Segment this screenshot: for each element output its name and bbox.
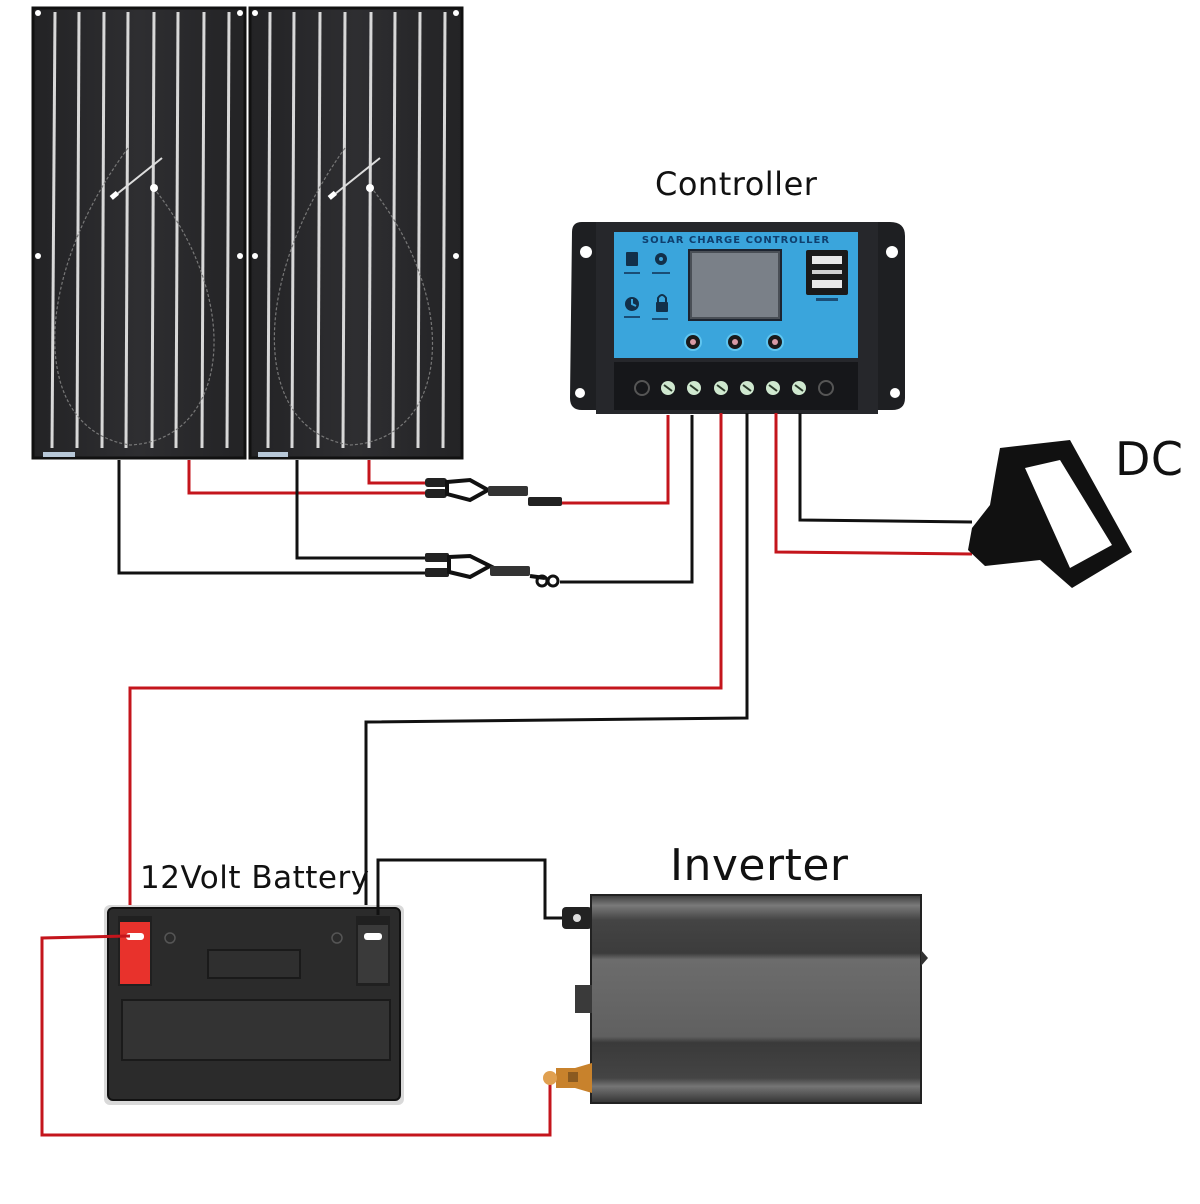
mc4-negative-branch-connector: [425, 553, 560, 588]
vent-cap: [331, 932, 343, 944]
inverter: [543, 894, 928, 1104]
solar-panel-1: [31, 6, 247, 460]
inverter-negative-terminal: [562, 907, 592, 929]
dc-load-label: DC: [1115, 432, 1184, 486]
wire-controller-to-load-positive: [774, 413, 973, 556]
junction-connector: [366, 184, 374, 192]
wire-panel2-positive: [367, 460, 425, 485]
junction-connector: [327, 190, 337, 200]
mounting-grommet: [453, 253, 459, 259]
battery-positive-terminal: [120, 922, 150, 984]
floodlight-lens: [1025, 460, 1112, 568]
wire-controller-to-battery-negative: [364, 413, 749, 915]
panel-busbars: [50, 11, 231, 449]
inverter-positive-terminal: [543, 1063, 592, 1093]
controller-buttons: [684, 333, 784, 351]
inverter-label: Inverter: [670, 840, 849, 891]
solar-panel-2: [248, 6, 464, 460]
battery-label-area: [207, 949, 301, 979]
battery-label: 12Volt Battery: [140, 860, 370, 896]
lock-icon: [656, 302, 668, 312]
mounting-grommet: [453, 10, 459, 16]
panel-cable-loop: [273, 147, 434, 446]
controller-label: Controller: [655, 165, 818, 203]
wire-controller-to-load-negative: [798, 413, 973, 524]
mounting-hole: [575, 388, 585, 398]
mounting-hole: [890, 388, 900, 398]
junction-cable: [329, 157, 381, 199]
mounting-hole: [580, 246, 592, 258]
panel-cable-loop: [54, 147, 215, 446]
controller-brand-text: SOLAR CHARGE CONTROLLER: [642, 235, 830, 246]
junction-cable: [111, 157, 163, 199]
panel-label-sticker: [258, 452, 288, 457]
mounting-grommet: [35, 253, 41, 259]
menu-icon: [626, 252, 638, 266]
wire-panel2-negative: [295, 460, 425, 560]
terminal-screws: [661, 381, 806, 395]
inverter-wires: [40, 858, 566, 1137]
mounting-grommet: [252, 10, 258, 16]
wire-battery-to-inverter-positive: [40, 934, 552, 1137]
mounting-grommet: [237, 253, 243, 259]
wire-solar-negative-to-controller: [560, 415, 694, 584]
vent-cap: [164, 932, 176, 944]
dc-load-floodlight: [968, 440, 1132, 588]
solar-wires: [117, 415, 694, 584]
wire-battery-to-inverter-negative: [376, 858, 566, 920]
mounting-hole: [886, 246, 898, 258]
mounting-grommet: [252, 253, 258, 259]
controller-wires: [128, 413, 973, 925]
mounting-grommet: [35, 10, 41, 16]
usb-ports: [806, 250, 848, 301]
mc4-positive-branch-connector: [425, 477, 562, 506]
wire-panel1-negative: [117, 460, 425, 575]
junction-connector: [109, 190, 119, 200]
battery: [104, 905, 404, 1105]
battery-handle-recess: [121, 999, 391, 1061]
panel-label-sticker: [43, 452, 75, 457]
junction-connector: [150, 184, 158, 192]
wire-solar-positive-to-controller: [560, 415, 670, 505]
panel-busbars: [266, 11, 447, 449]
charge-controller: SOLAR CHARGE CONTROLLER: [570, 222, 905, 414]
inverter-switch: [575, 985, 592, 1013]
wire-controller-to-battery-positive: [128, 413, 723, 925]
terminal-strip: [614, 362, 858, 410]
wire-panel1-positive: [187, 460, 425, 495]
icon-caption-text: [624, 272, 670, 320]
mounting-grommet: [237, 10, 243, 16]
